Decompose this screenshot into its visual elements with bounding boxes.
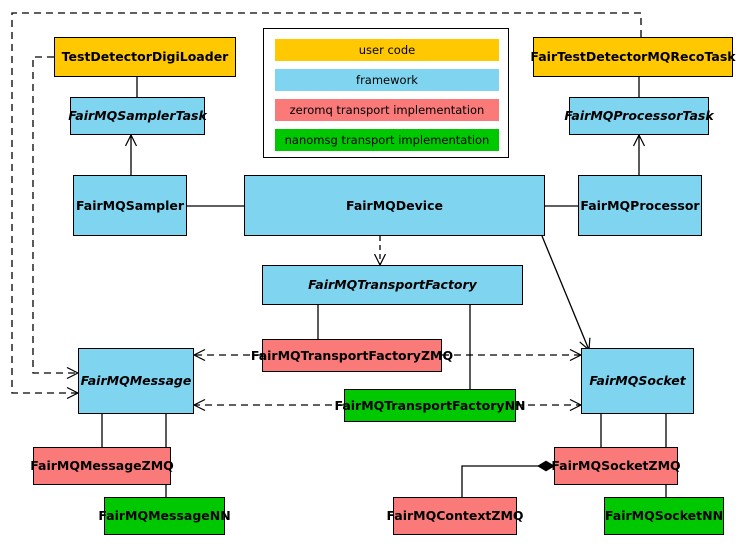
class-label-fairtestdetectormqrecotask: FairTestDetectorMQRecoTask	[530, 49, 736, 65]
class-label-fairmqsocket: FairMQSocket	[589, 373, 686, 389]
class-node-fairmqprocessor[interactable]: FairMQProcessor	[578, 175, 702, 236]
class-label-fairmqmessagenn: FairMQMessageNN	[98, 508, 231, 524]
legend-row-framework: framework	[275, 69, 499, 91]
class-node-fairtestdetectormqrecotask[interactable]: FairTestDetectorMQRecoTask	[530, 37, 736, 77]
legend-label-framework: framework	[356, 73, 418, 87]
class-node-fairmqtransportfactoryzmq[interactable]: FairMQTransportFactoryZMQ	[251, 339, 453, 372]
class-label-fairmqsamplertask: FairMQSamplerTask	[68, 108, 207, 124]
class-node-fairmqdevice[interactable]: FairMQDevice	[244, 175, 545, 236]
edge-recotask-depends-message	[11, 12, 642, 393]
class-node-fairmqsampler[interactable]: FairMQSampler	[73, 175, 187, 236]
class-label-testdetectordigiloader: TestDetectorDigiLoader	[61, 49, 229, 65]
class-label-fairmqcontextzmq: FairMQContextZMQ	[386, 508, 524, 524]
class-node-fairmqmessagenn[interactable]: FairMQMessageNN	[98, 497, 231, 535]
class-label-fairmqprocessortask: FairMQProcessorTask	[564, 108, 714, 124]
class-node-testdetectordigiloader[interactable]: TestDetectorDigiLoader	[54, 37, 236, 77]
legend-row-user-code: user code	[275, 39, 499, 61]
legend-label-nanomsg: nanomsg transport implementation	[284, 133, 490, 147]
legend-panel: user code framework zeromq transport imp…	[263, 28, 509, 158]
legend-row-zeromq: zeromq transport implementation	[275, 99, 499, 121]
class-node-fairmqsocketnn[interactable]: FairMQSocketNN	[604, 497, 724, 535]
class-label-fairmqsocketnn: FairMQSocketNN	[604, 508, 724, 524]
class-node-fairmqsocket[interactable]: FairMQSocket	[581, 348, 694, 414]
legend-label-zeromq: zeromq transport implementation	[289, 103, 485, 117]
class-node-fairmqcontextzmq[interactable]: FairMQContextZMQ	[386, 497, 524, 535]
edge-device-uses-socket	[541, 235, 589, 350]
class-node-fairmqmessage[interactable]: FairMQMessage	[78, 348, 194, 414]
class-label-fairmqtransportfactorynn: FairMQTransportFactoryNN	[334, 397, 526, 413]
class-label-fairmqprocessor: FairMQProcessor	[580, 197, 700, 213]
class-node-fairmqtransportfactorynn[interactable]: FairMQTransportFactoryNN	[335, 389, 526, 422]
class-node-fairmqprocessortask[interactable]: FairMQProcessorTask	[564, 97, 714, 135]
class-node-fairmqmessagezmq[interactable]: FairMQMessageZMQ	[30, 447, 174, 485]
class-label-fairmqtransportfactory: FairMQTransportFactory	[308, 277, 477, 293]
class-label-fairmqmessage: FairMQMessage	[80, 373, 192, 389]
class-label-fairmqtransportfactoryzmq: FairMQTransportFactoryZMQ	[250, 347, 454, 363]
legend-row-nanomsg: nanomsg transport implementation	[275, 129, 499, 151]
class-label-fairmqdevice: FairMQDevice	[346, 197, 443, 213]
class-label-fairmqmessagezmq: FairMQMessageZMQ	[30, 458, 174, 474]
class-node-fairmqsamplertask[interactable]: FairMQSamplerTask	[68, 97, 207, 135]
edge-contextzmq-composed-in-socketzmq	[461, 460, 555, 497]
class-label-fairmqsocketzmq: FairMQSocketZMQ	[551, 458, 681, 474]
class-label-fairmqsampler: FairMQSampler	[75, 197, 185, 213]
legend-label-user-code: user code	[358, 43, 416, 57]
class-node-fairmqsocketzmq[interactable]: FairMQSocketZMQ	[551, 447, 681, 485]
class-node-fairmqtransportfactory[interactable]: FairMQTransportFactory	[262, 265, 523, 305]
